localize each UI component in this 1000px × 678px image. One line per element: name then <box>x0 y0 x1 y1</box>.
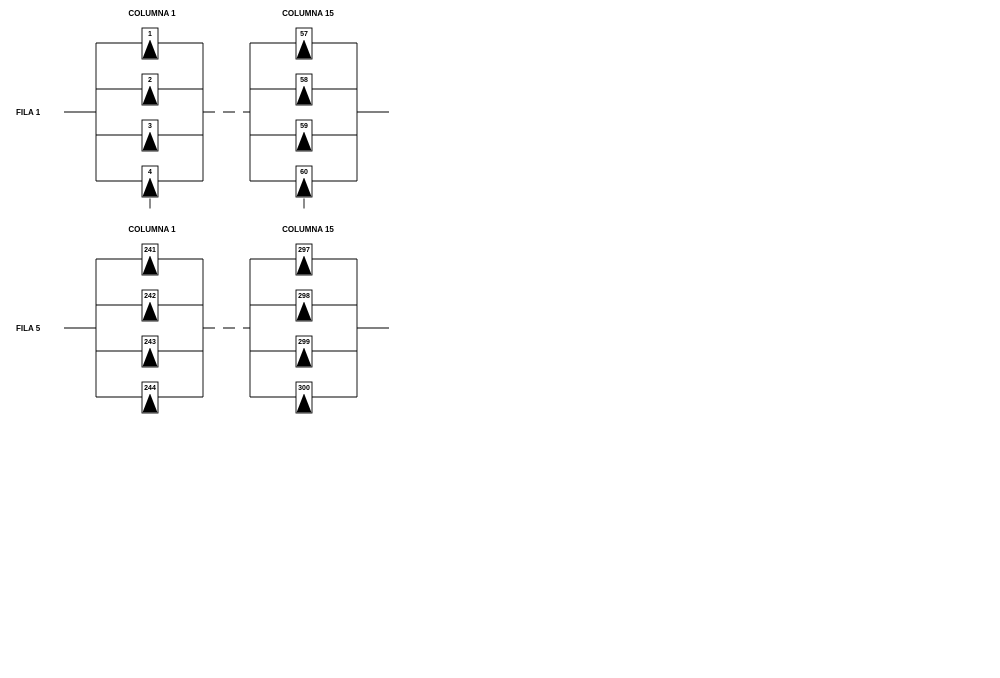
cell-number: 59 <box>300 123 308 130</box>
column-block: COLUMNA 15 297 298 299 300 <box>249 225 358 414</box>
column-block: COLUMNA 1 1 2 3 4 <box>95 9 204 209</box>
row-label: FILA 1 <box>16 108 41 117</box>
row-group: FILA 1 COLUMNA 1 1 2 3 4 COLUMNA 15 57 58 59 60 <box>16 9 389 209</box>
row-label: FILA 5 <box>16 324 41 333</box>
pv-cell: 298 <box>295 289 313 322</box>
cell-number: 297 <box>298 247 310 254</box>
pv-cell: 243 <box>141 335 159 368</box>
column-title: COLUMNA 1 <box>128 225 176 234</box>
cell-number: 4 <box>148 169 152 176</box>
triangle-icon <box>142 255 158 275</box>
pv-cell: 57 <box>295 27 313 60</box>
triangle-icon <box>142 177 158 197</box>
cell-number: 243 <box>144 339 156 346</box>
cell-number: 244 <box>144 385 156 392</box>
row-group: FILA 5 COLUMNA 1 241 242 243 244 COLUMNA 15 297… <box>16 225 389 414</box>
cell-number: 299 <box>298 339 310 346</box>
pv-cell: 242 <box>141 289 159 322</box>
cell-number: 60 <box>300 169 308 176</box>
pv-cell: 244 <box>141 381 159 414</box>
pv-cell: 59 <box>295 119 313 152</box>
column-title: COLUMNA 15 <box>282 9 334 18</box>
cell-number: 57 <box>300 31 308 38</box>
triangle-icon <box>142 393 158 413</box>
cell-number: 1 <box>148 31 152 38</box>
triangle-icon <box>296 393 312 413</box>
pv-cell: 297 <box>295 243 313 276</box>
column-block: COLUMNA 15 57 58 59 60 <box>249 9 358 209</box>
cell-number: 298 <box>298 293 310 300</box>
triangle-icon <box>296 347 312 367</box>
cell-number: 300 <box>298 385 310 392</box>
cell-number: 241 <box>144 247 156 254</box>
triangle-icon <box>142 131 158 151</box>
pv-cell: 299 <box>295 335 313 368</box>
cell-number: 242 <box>144 293 156 300</box>
cell-number: 2 <box>148 77 152 84</box>
cell-number: 58 <box>300 77 308 84</box>
triangle-icon <box>142 85 158 105</box>
cell-number: 3 <box>148 123 152 130</box>
triangle-icon <box>296 39 312 59</box>
column-title: COLUMNA 1 <box>128 9 176 18</box>
triangle-icon <box>296 177 312 197</box>
pv-cell: 58 <box>295 73 313 106</box>
pv-cell: 241 <box>141 243 159 276</box>
pv-cell: 1 <box>141 27 159 60</box>
pv-cell: 300 <box>295 381 313 414</box>
triangle-icon <box>142 301 158 321</box>
column-title: COLUMNA 15 <box>282 225 334 234</box>
pv-cell: 60 <box>295 165 313 198</box>
triangle-icon <box>142 39 158 59</box>
column-block: COLUMNA 1 241 242 243 244 <box>95 225 204 414</box>
triangle-icon <box>296 301 312 321</box>
pv-cell: 4 <box>141 165 159 198</box>
triangle-icon <box>296 85 312 105</box>
triangle-icon <box>142 347 158 367</box>
pv-cell: 2 <box>141 73 159 106</box>
pv-cell: 3 <box>141 119 159 152</box>
triangle-icon <box>296 131 312 151</box>
triangle-icon <box>296 255 312 275</box>
